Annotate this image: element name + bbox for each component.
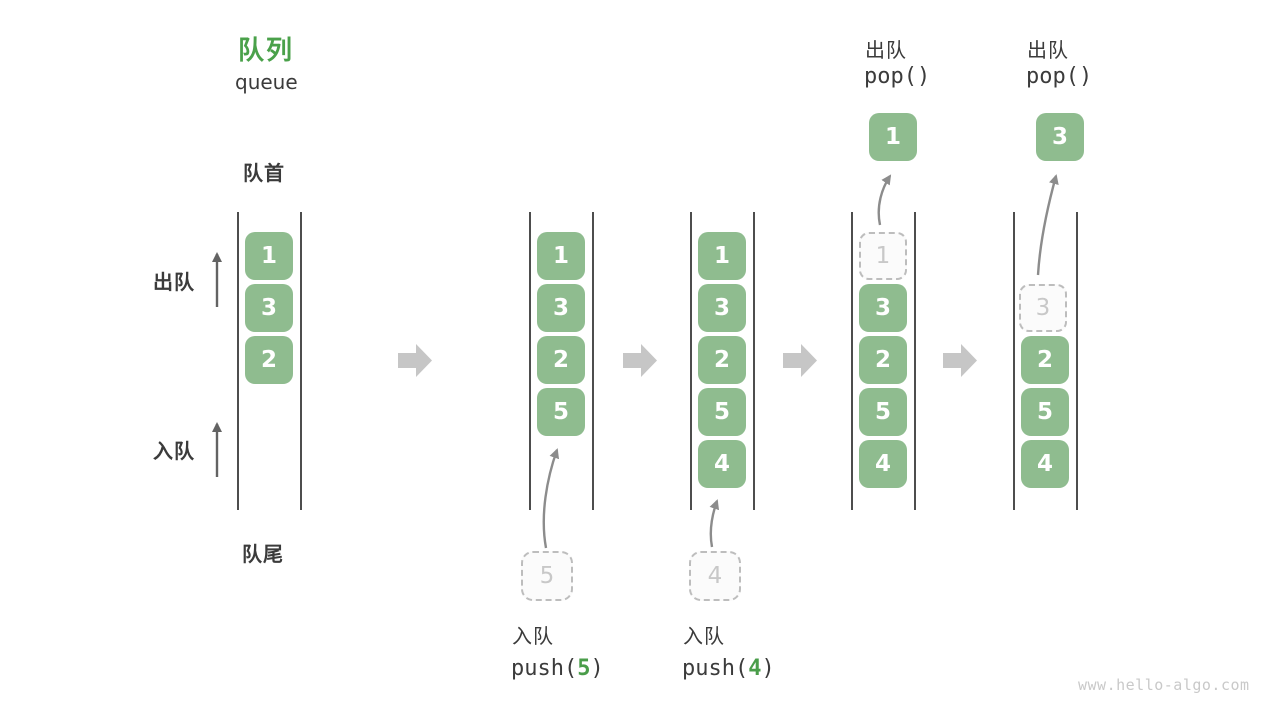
queue-cell: 4 <box>698 440 746 488</box>
push5-code: push(5) <box>511 656 604 681</box>
queue-cell: 1 <box>537 232 585 280</box>
pop1-label: 出队 <box>865 38 907 62</box>
queue-cell: 5 <box>698 388 746 436</box>
queue5-right-wall <box>1076 212 1078 510</box>
queue-cell: 1 <box>245 232 293 280</box>
diagram-title-en: queue <box>235 70 298 94</box>
queue2-left-wall <box>529 212 531 510</box>
queue-cell: 5 <box>537 388 585 436</box>
queue-rear-label: 队尾 <box>242 542 284 566</box>
pop1-arrow <box>877 174 892 226</box>
ghost-cell: 3 <box>1019 284 1067 332</box>
queue4-right-wall <box>914 212 916 510</box>
queue-cell: 2 <box>698 336 746 384</box>
queue-cell: 3 <box>859 284 907 332</box>
queue-cell: 2 <box>859 336 907 384</box>
queue-cell: 5 <box>1021 388 1069 436</box>
queue-cell: 1 <box>698 232 746 280</box>
push4-label: 入队 <box>683 624 725 648</box>
push4-code-fn: push( <box>682 656 749 681</box>
queue-cell: 3 <box>245 284 293 332</box>
queue-front-label: 队首 <box>243 161 285 185</box>
push4-code-close: ) <box>761 656 775 681</box>
diagram-title-zh: 队列 <box>238 36 295 66</box>
queue-cell: 5 <box>859 388 907 436</box>
queue1-right-wall <box>300 212 302 510</box>
pending-cell: 4 <box>689 551 741 601</box>
push5-code-fn: push( <box>511 656 578 681</box>
pop2-code: pop() <box>1026 64 1093 89</box>
push5-label: 入队 <box>512 624 554 648</box>
queue3-right-wall <box>753 212 755 510</box>
popped-cell: 1 <box>869 113 917 161</box>
pop2-arrow <box>1036 174 1059 276</box>
push5-code-arg: 5 <box>577 656 591 681</box>
ghost-cell: 1 <box>859 232 907 280</box>
enqueue-side-label: 入队 <box>153 439 195 463</box>
push4-arrow <box>709 499 720 548</box>
popped-cell: 3 <box>1036 113 1084 161</box>
pending-cell: 5 <box>521 551 573 601</box>
push5-arrow <box>542 448 560 549</box>
push5-code-close: ) <box>590 656 604 681</box>
queue2-right-wall <box>592 212 594 510</box>
queue-cell: 2 <box>245 336 293 384</box>
transition-arrow-icon <box>943 344 977 377</box>
queue-cell: 3 <box>698 284 746 332</box>
pop2-label: 出队 <box>1027 38 1069 62</box>
push4-code-arg: 4 <box>748 656 762 681</box>
queue-cell: 3 <box>537 284 585 332</box>
pop1-code: pop() <box>864 64 931 89</box>
queue5-left-wall <box>1013 212 1015 510</box>
transition-arrow-icon <box>623 344 657 377</box>
queue-cell: 4 <box>1021 440 1069 488</box>
transition-arrow-icon <box>783 344 817 377</box>
queue-cell: 4 <box>859 440 907 488</box>
queue3-left-wall <box>690 212 692 510</box>
watermark: www.hello-algo.com <box>1078 676 1250 694</box>
queue4-left-wall <box>851 212 853 510</box>
queue-cell: 2 <box>1021 336 1069 384</box>
transition-arrow-icon <box>398 344 432 377</box>
queue-cell: 2 <box>537 336 585 384</box>
queue1-left-wall <box>237 212 239 510</box>
dequeue-side-label: 出队 <box>153 270 195 294</box>
push4-code: push(4) <box>682 656 775 681</box>
